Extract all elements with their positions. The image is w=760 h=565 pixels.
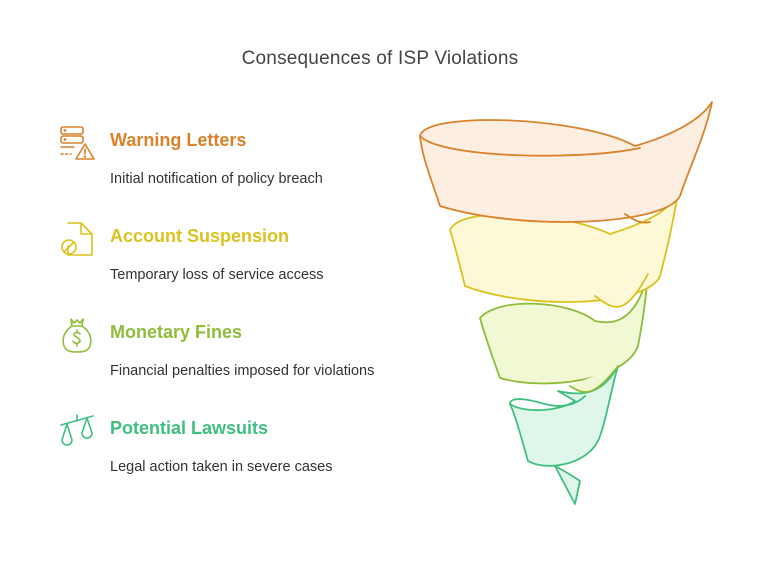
funnel-tier-warning xyxy=(419,101,713,224)
item-description: Financial penalties imposed for violatio… xyxy=(110,363,375,379)
file-blocked-icon xyxy=(58,220,96,258)
funnel-tier-fines xyxy=(479,273,649,393)
server-warning-icon xyxy=(58,124,96,162)
spiral-funnel-graphic xyxy=(419,101,713,505)
item-heading: Account Suspension xyxy=(110,226,290,246)
item-heading: Potential Lawsuits xyxy=(110,418,269,438)
scales-icon xyxy=(58,412,96,450)
item-monetary-fines: Monetary Fines Financial penalties impos… xyxy=(58,316,418,396)
item-description: Initial notification of policy breach xyxy=(110,171,323,187)
item-account-suspension: Account Suspension Temporary loss of ser… xyxy=(58,220,418,300)
item-description: Legal action taken in severe cases xyxy=(110,459,333,475)
funnel-tip-segment xyxy=(554,465,581,505)
diagram-title: Consequences of ISP Violations xyxy=(241,48,519,69)
item-warning-letters: Warning Letters Initial notification of … xyxy=(58,124,418,204)
item-description: Temporary loss of service access xyxy=(110,267,324,283)
item-heading: Monetary Fines xyxy=(110,322,243,342)
money-bag-icon xyxy=(58,316,96,354)
item-heading: Warning Letters xyxy=(110,130,247,150)
item-potential-lawsuits: Potential Lawsuits Legal action taken in… xyxy=(58,412,418,492)
